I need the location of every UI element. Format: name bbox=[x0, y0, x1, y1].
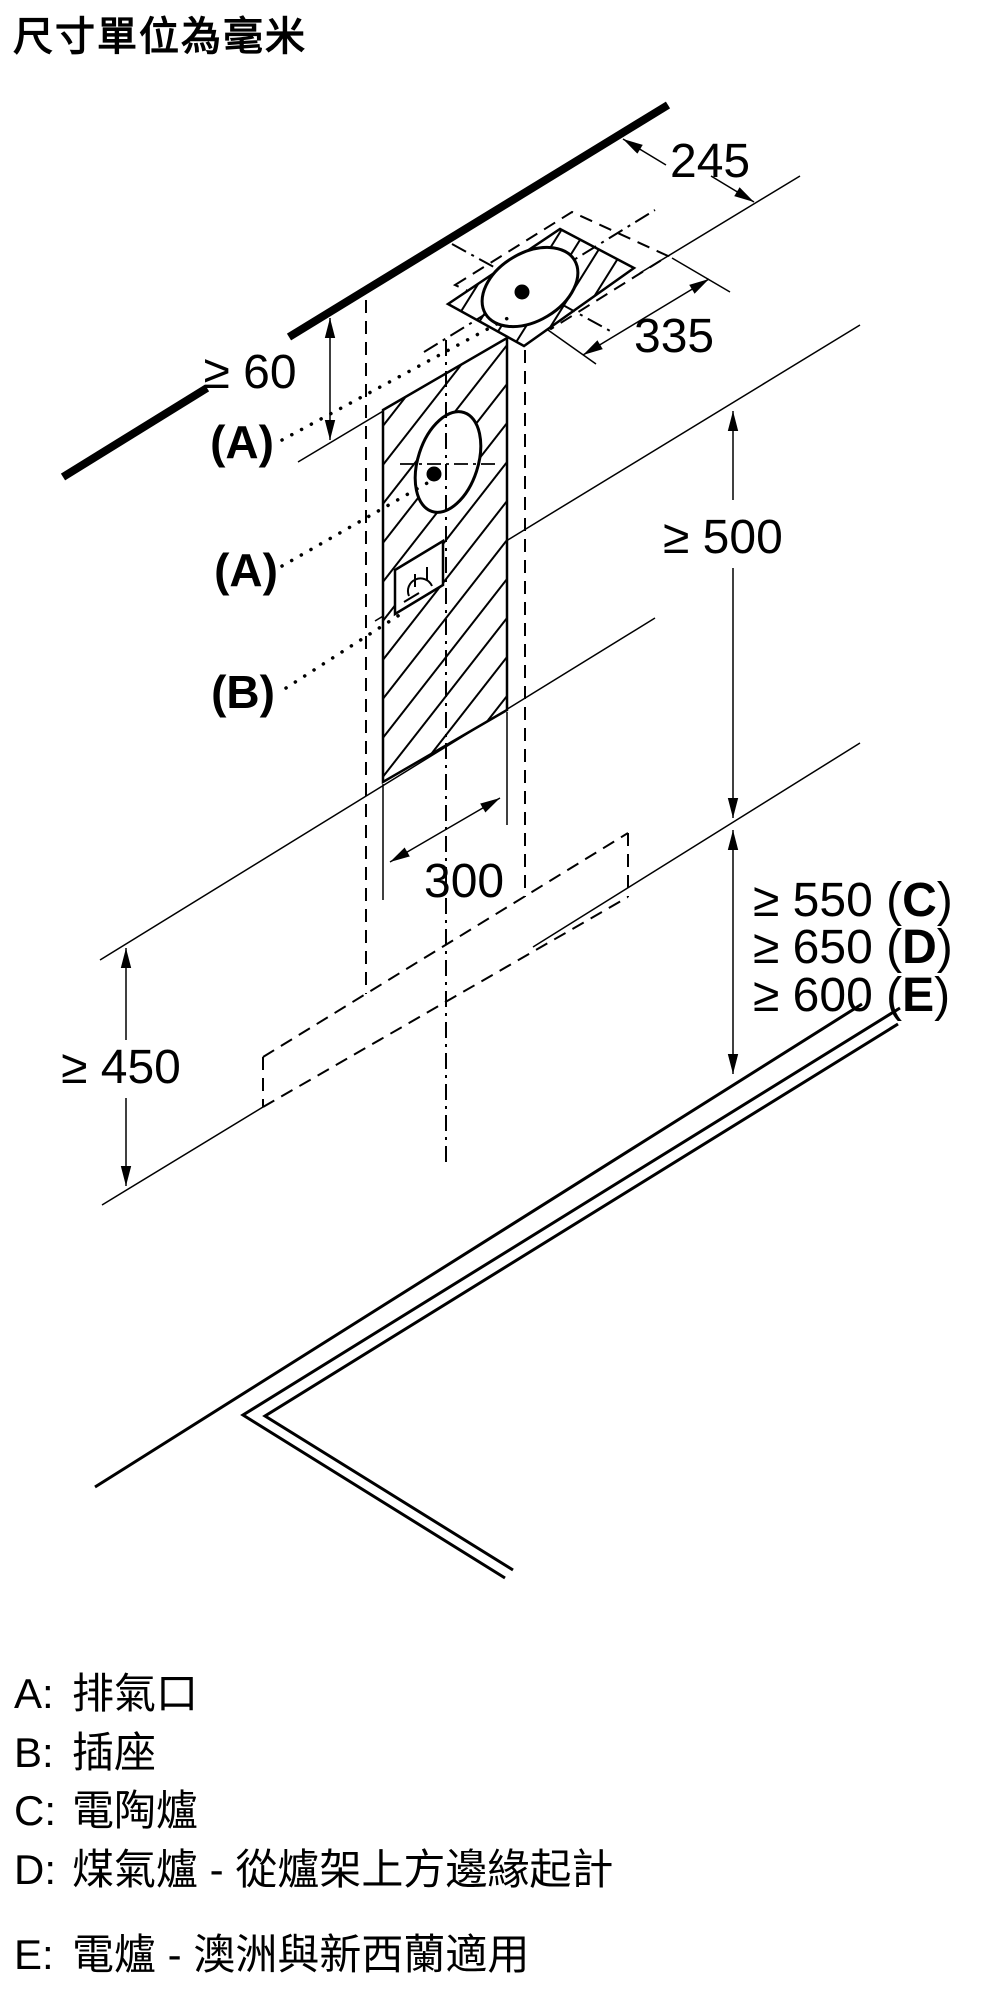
ceiling-line bbox=[60, 101, 671, 481]
legend-item-d: D: 煤氣爐 - 從爐架上方邊緣起計 bbox=[14, 1836, 613, 1897]
ceiling-duct-hole-center-dot bbox=[514, 284, 530, 300]
dim-hob-clearance: ≥ 550 (C) ≥ 650 (D) ≥ 600 (E) bbox=[727, 830, 953, 1074]
legend-text-c: 電陶爐 bbox=[72, 1787, 199, 1834]
hob-counter bbox=[94, 1002, 901, 1580]
dim-245-arrow-upper bbox=[622, 138, 667, 166]
clearance-row-c: ≥ 550 (C) bbox=[753, 874, 953, 927]
dim-335-arrow bbox=[582, 278, 710, 356]
socket-symbol bbox=[393, 538, 445, 617]
dim-wall-height: ≥ 500 bbox=[663, 411, 783, 818]
counter-edge-outer bbox=[240, 1006, 901, 1580]
legend-key-d: D: bbox=[14, 1846, 56, 1893]
dim-ceiling-depth: 245 bbox=[622, 135, 801, 274]
ceiling-line-left bbox=[60, 384, 210, 481]
leader-a-mid bbox=[280, 476, 438, 568]
installation-diagram: (A) (A) (B) ≥ 60 245 335 ≥ 500 ≥ 550 (C)… bbox=[60, 101, 953, 1580]
wall-duct-hole bbox=[413, 410, 483, 514]
dim-335-tick-left bbox=[547, 329, 597, 365]
legend-item-a: A: 排氣口 bbox=[14, 1660, 198, 1721]
legend-text-b: 插座 bbox=[72, 1729, 157, 1776]
legend-text-d: 煤氣爐 - 從爐架上方邊緣起計 bbox=[72, 1846, 614, 1893]
dim-335-tick-right bbox=[671, 257, 731, 293]
legend-key-a: A: bbox=[14, 1670, 54, 1717]
socket-icon-prongs bbox=[403, 567, 428, 603]
ceiling-line-right bbox=[286, 101, 671, 341]
legend-key-e: E: bbox=[14, 1931, 54, 1978]
legend-key-b: B: bbox=[14, 1729, 54, 1776]
legend-item-e: E: 電爐 - 澳洲與新西蘭適用 bbox=[14, 1921, 529, 1982]
dim-245-extension bbox=[639, 175, 801, 274]
canopy-bottom-edge bbox=[262, 896, 629, 1108]
callout-b: (B) bbox=[211, 666, 275, 718]
dim-245-label: 245 bbox=[670, 135, 750, 188]
legend-item-b: B: 插座 bbox=[14, 1719, 156, 1780]
extension-line-canopy-bottom bbox=[101, 1106, 264, 1206]
callout-a-mid: (A) bbox=[214, 544, 278, 596]
dim-335-label: 335 bbox=[634, 310, 714, 363]
extension-line-plate-bottom bbox=[99, 617, 656, 961]
dim-duct-width: 300 bbox=[382, 712, 508, 908]
dim-450-label: ≥ 450 bbox=[61, 1041, 181, 1094]
dim-60-label: ≥ 60 bbox=[203, 346, 296, 399]
wall-duct-hole-center-dot bbox=[426, 466, 442, 482]
leader-b bbox=[284, 610, 406, 690]
canopy-top-edge bbox=[262, 832, 629, 1058]
clearance-row-d: ≥ 650 (D) bbox=[753, 921, 953, 974]
callout-a-top: (A) bbox=[210, 416, 274, 468]
counter-edge-inner bbox=[262, 1022, 899, 1572]
page-title: 尺寸單位為毫米 bbox=[13, 15, 307, 59]
legend-key-c: C: bbox=[14, 1787, 56, 1834]
dim-left-clearance: ≥ 450 bbox=[61, 948, 181, 1186]
counter-back-line bbox=[94, 1002, 863, 1489]
dim-ceiling-gap: ≥ 60 bbox=[203, 318, 336, 440]
dim-245-arrow-lower bbox=[710, 175, 755, 203]
callout-leaders: (A) (A) (B) bbox=[210, 316, 510, 718]
leader-a-top bbox=[280, 316, 510, 442]
extension-line-hood-bottom bbox=[532, 742, 861, 948]
dim-300-arrow bbox=[389, 797, 501, 863]
dim-plate-width: 335 bbox=[547, 257, 731, 365]
legend-item-c: C: 電陶爐 bbox=[14, 1777, 198, 1838]
wall-plate-top-extension bbox=[297, 409, 386, 463]
dim-300-label: 300 bbox=[424, 855, 504, 908]
clearance-row-e: ≥ 600 (E) bbox=[753, 969, 950, 1022]
legend-text-a: 排氣口 bbox=[72, 1670, 199, 1717]
hood-canopy-dashed bbox=[262, 832, 629, 1108]
legend-text-e: 電爐 - 澳洲與新西蘭適用 bbox=[72, 1931, 530, 1978]
dim-500-label: ≥ 500 bbox=[663, 511, 783, 564]
ceiling-duct-hole bbox=[480, 245, 580, 329]
